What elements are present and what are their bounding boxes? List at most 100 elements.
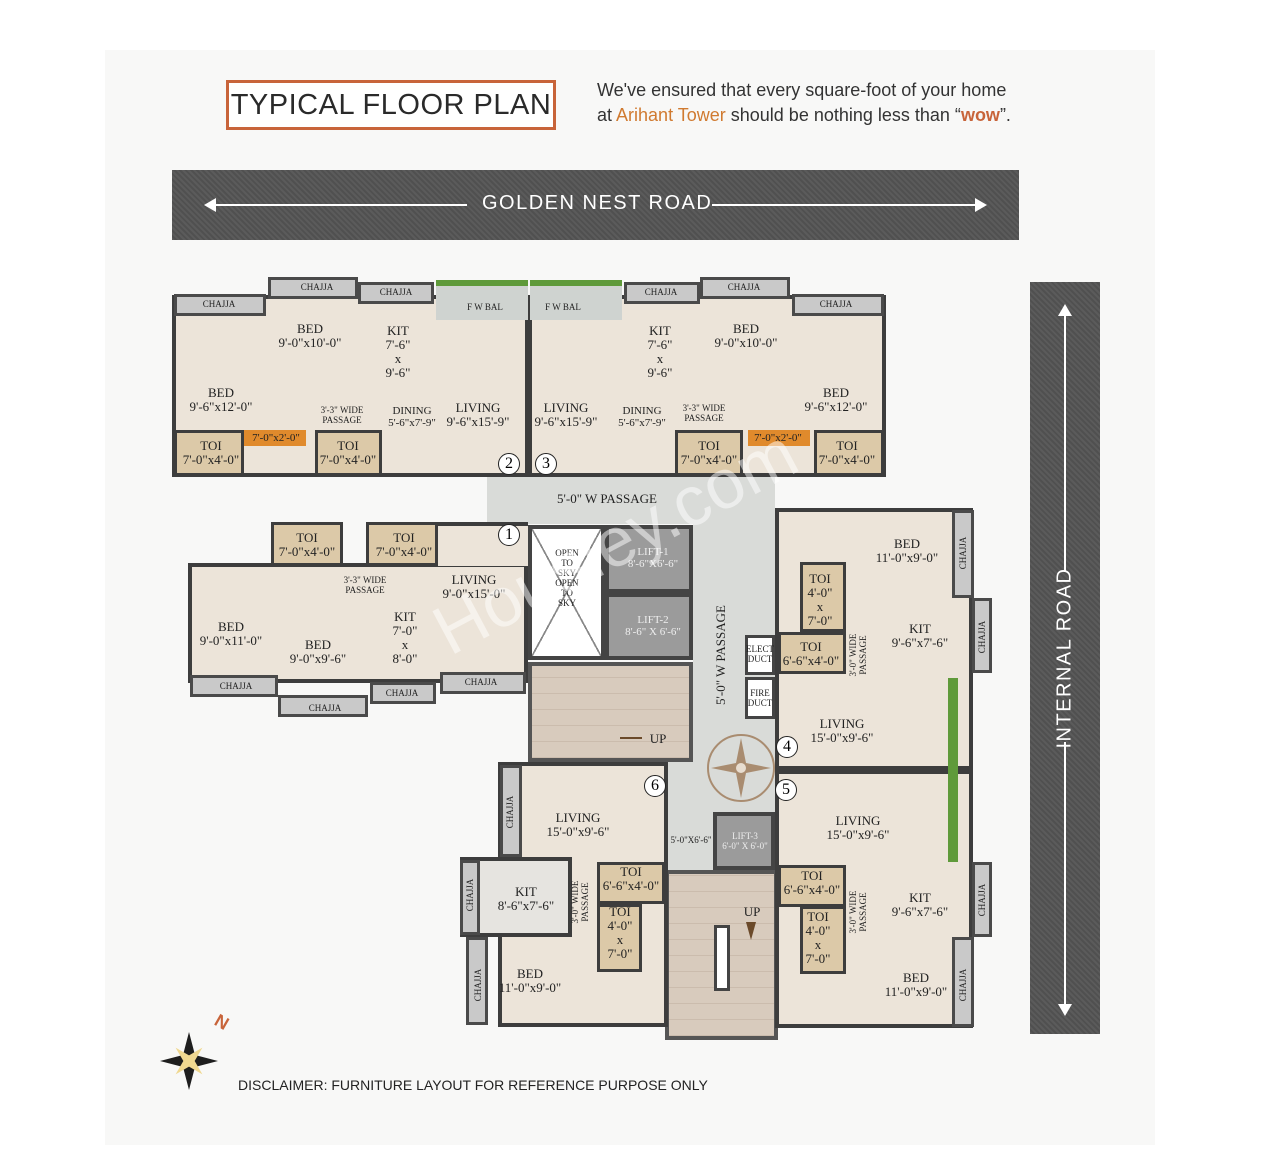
- unit-4: [775, 508, 973, 770]
- tagline-mid: should be nothing less than “: [725, 105, 961, 125]
- chajja: [460, 860, 480, 935]
- toilet: [597, 862, 665, 904]
- room-label: LIVING 15'-0"x9'-6": [546, 810, 610, 839]
- passage-label: 5'-0" W PASSAGE: [557, 491, 657, 506]
- arrow-down-icon: [746, 922, 756, 940]
- elect-duct-label: ELECT DUCT: [746, 644, 774, 664]
- toilet: [315, 430, 382, 476]
- balcony: [436, 282, 528, 320]
- project-name: Arihant Tower: [616, 105, 726, 125]
- toilet: [800, 562, 846, 632]
- room-label: 3'-0" WIDE PASSAGE: [570, 880, 590, 924]
- room-label: TOI 7'-0"x4'-0": [680, 438, 738, 467]
- room-label: TOI 4'-0" x 7'-0": [807, 571, 833, 628]
- disclaimer: DISCLAIMER: FURNITURE LAYOUT FOR REFEREN…: [238, 1077, 708, 1093]
- room-label: TOI 6'-6"x4'-0": [783, 868, 841, 897]
- room-label: BED 11'-0"x9'-0": [875, 536, 939, 565]
- fire-duct-label: FIRE DUCT: [747, 688, 773, 708]
- chajja: [358, 282, 434, 304]
- road-label-right: INTERNAL ROAD: [1053, 567, 1076, 749]
- tagline-line1: We've ensured that every square-foot of …: [597, 80, 1007, 100]
- chajja: [792, 294, 884, 316]
- stair-up-label: UP: [649, 731, 667, 746]
- chajja-label: CHAJJA: [465, 878, 475, 912]
- page-title: TYPICAL FLOOR PLAN: [226, 80, 556, 130]
- chajja: [952, 937, 974, 1027]
- room-label: KIT 7'-0" x 8'-0": [392, 609, 418, 666]
- chajja: [440, 672, 526, 694]
- chajja: [278, 695, 368, 717]
- unit-1: [188, 563, 528, 683]
- room-label: LIVING 15'-0"x9'-6": [810, 716, 874, 745]
- room-label: KIT 9'-6"x7'-6": [891, 890, 949, 919]
- chajja-label: CHAJJA: [727, 282, 761, 292]
- room-label: BED 9'-0"x11'-0": [199, 619, 263, 648]
- room-label: TOI 6'-6"x4'-0": [602, 864, 660, 893]
- room-label: LIVING 9'-0"x15'-0": [442, 572, 506, 601]
- room-label: BED 9'-6"x12'-0": [189, 385, 253, 414]
- fw-bal-label: F W BAL: [545, 302, 581, 312]
- room-label: 7'-0"x2'-0": [252, 432, 300, 444]
- toilet: [597, 904, 642, 972]
- toilet: [675, 430, 743, 476]
- staircase-upper: [528, 662, 693, 762]
- chajja-label: CHAJJA: [473, 968, 483, 1002]
- chajja-label: CHAJJA: [505, 795, 515, 829]
- room-label: 3'-3" WIDE PASSAGE: [343, 575, 387, 595]
- chajja: [624, 282, 700, 304]
- lift-2-label: LIFT-2 8'-6" X 6'-6": [625, 614, 681, 638]
- road-arrow-left: [207, 204, 467, 206]
- room-label: TOI 4'-0" x 7'-0": [805, 909, 831, 966]
- room-label: BED 9'-6"x12'-0": [804, 385, 868, 414]
- arrow-down-icon: [1058, 1004, 1072, 1016]
- chajja-label: CHAJJA: [308, 703, 342, 713]
- tagline-wow: wow: [960, 105, 1000, 125]
- room-label: BED 9'-0"x9'-6": [289, 637, 347, 666]
- room-label: TOI 7'-0"x4'-0": [278, 530, 336, 559]
- room-label: BED 9'-0"x10'-0": [278, 321, 342, 350]
- room-label: TOI 7'-0"x4'-0": [182, 438, 240, 467]
- chajja: [466, 937, 488, 1025]
- room-label: TOI 4'-0" x 7'-0": [607, 904, 633, 961]
- chajja-label: CHAJJA: [385, 688, 419, 698]
- compass-rose-icon: [707, 734, 775, 802]
- passage-label: 5'-0" W PASSAGE: [713, 605, 728, 705]
- room-label: 7'-0"x2'-0": [754, 432, 802, 444]
- chajja-label: CHAJJA: [202, 299, 236, 309]
- room-label: KIT 7'-6" x 9'-6": [647, 323, 673, 380]
- unit-number: 6: [644, 775, 666, 797]
- room-label: 3'-0" WIDE PASSAGE: [848, 633, 868, 677]
- planter: [948, 678, 958, 770]
- room-label: LIVING 9'-6"x15'-9": [446, 400, 510, 429]
- unit-number: 2: [498, 453, 520, 475]
- room-label: DINING 5'-6"x7'-9": [618, 405, 666, 429]
- toilet: [366, 522, 438, 566]
- chajja: [700, 277, 790, 299]
- chajja-label: CHAJJA: [644, 287, 678, 297]
- room-label: BED 11'-0"x9'-0": [884, 970, 948, 999]
- chajja: [174, 294, 266, 316]
- stair-up-label: UP: [743, 904, 761, 919]
- north-arrow-icon: [160, 1032, 218, 1090]
- unit-number: 4: [776, 736, 798, 758]
- lift-1: [605, 525, 693, 593]
- room-label: KIT 7'-6" x 9'-6": [385, 323, 411, 380]
- arrow-up-icon: [1058, 304, 1072, 316]
- toilet: [778, 865, 846, 907]
- room-label: 3'-0" WIDE PASSAGE: [848, 890, 868, 934]
- chajja-label: CHAJJA: [819, 299, 853, 309]
- tagline-end: ”.: [999, 105, 1011, 125]
- chajja: [500, 765, 522, 857]
- golden-nest-road: GOLDEN NEST ROAD: [172, 170, 1019, 240]
- room-label: TOI 7'-0"x4'-0": [319, 438, 377, 467]
- room-label: KIT 8'-6"x7'-6": [497, 884, 555, 913]
- elect-duct: [745, 635, 775, 675]
- chajja: [268, 277, 358, 299]
- chajja: [972, 598, 992, 673]
- road-arrow-down: [1064, 742, 1066, 1007]
- internal-road: INTERNAL ROAD: [1030, 282, 1100, 1034]
- road-label-top: GOLDEN NEST ROAD: [482, 192, 713, 214]
- chajja: [370, 682, 436, 704]
- room-label: LIVING 9'-6"x15'-9": [534, 400, 598, 429]
